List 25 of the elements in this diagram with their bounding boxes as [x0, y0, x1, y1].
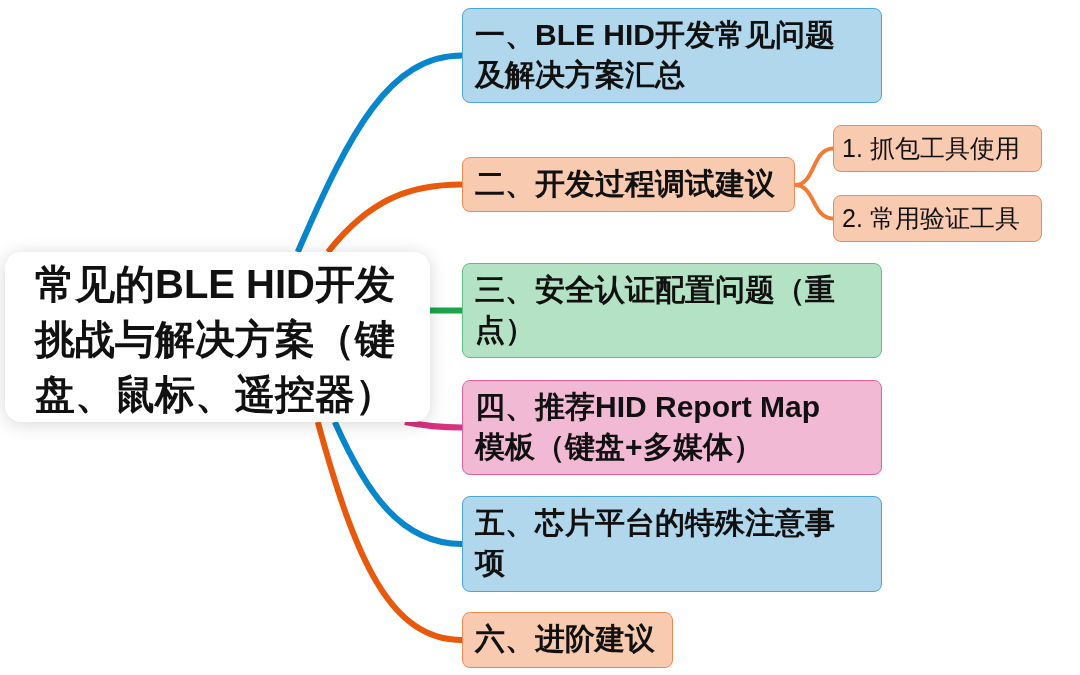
topic-text: 常见的BLE HID开发挑战与解决方案（键盘、鼠标、遥控器） [35, 261, 396, 418]
topic-text: 三、安全认证配置问题（重点） [475, 272, 836, 348]
branch-line [430, 307, 462, 314]
branch-line [314, 421, 463, 643]
topic-box [462, 380, 882, 475]
branch-line [295, 52, 463, 254]
topic-box [462, 157, 795, 212]
topic-text: 五、芯片平台的特殊注意事项 [475, 505, 836, 581]
topic-text: 1. 抓包工具使用 [842, 133, 1020, 164]
topic-text: 四、推荐HID Report Map模板（键盘+多媒体） [475, 389, 821, 465]
branch-line [794, 183, 834, 221]
topic-box [462, 496, 882, 592]
topic-box [462, 612, 673, 668]
topic-text: 一、BLE HID开发常见问题及解决方案汇总 [475, 17, 836, 93]
topic-text: 二、开发过程调试建议 [475, 166, 775, 202]
branch-line [404, 419, 463, 431]
topic-box [462, 8, 882, 103]
topic-text: 2. 常用验证工具 [842, 203, 1020, 234]
subtopic-box [833, 195, 1042, 242]
branch-line [325, 181, 463, 254]
branch-line [332, 420, 463, 547]
topic-text: 六、进阶建议 [475, 621, 655, 657]
subtopic-box [833, 125, 1042, 172]
topic-box [462, 263, 882, 358]
central-topic [5, 252, 430, 422]
